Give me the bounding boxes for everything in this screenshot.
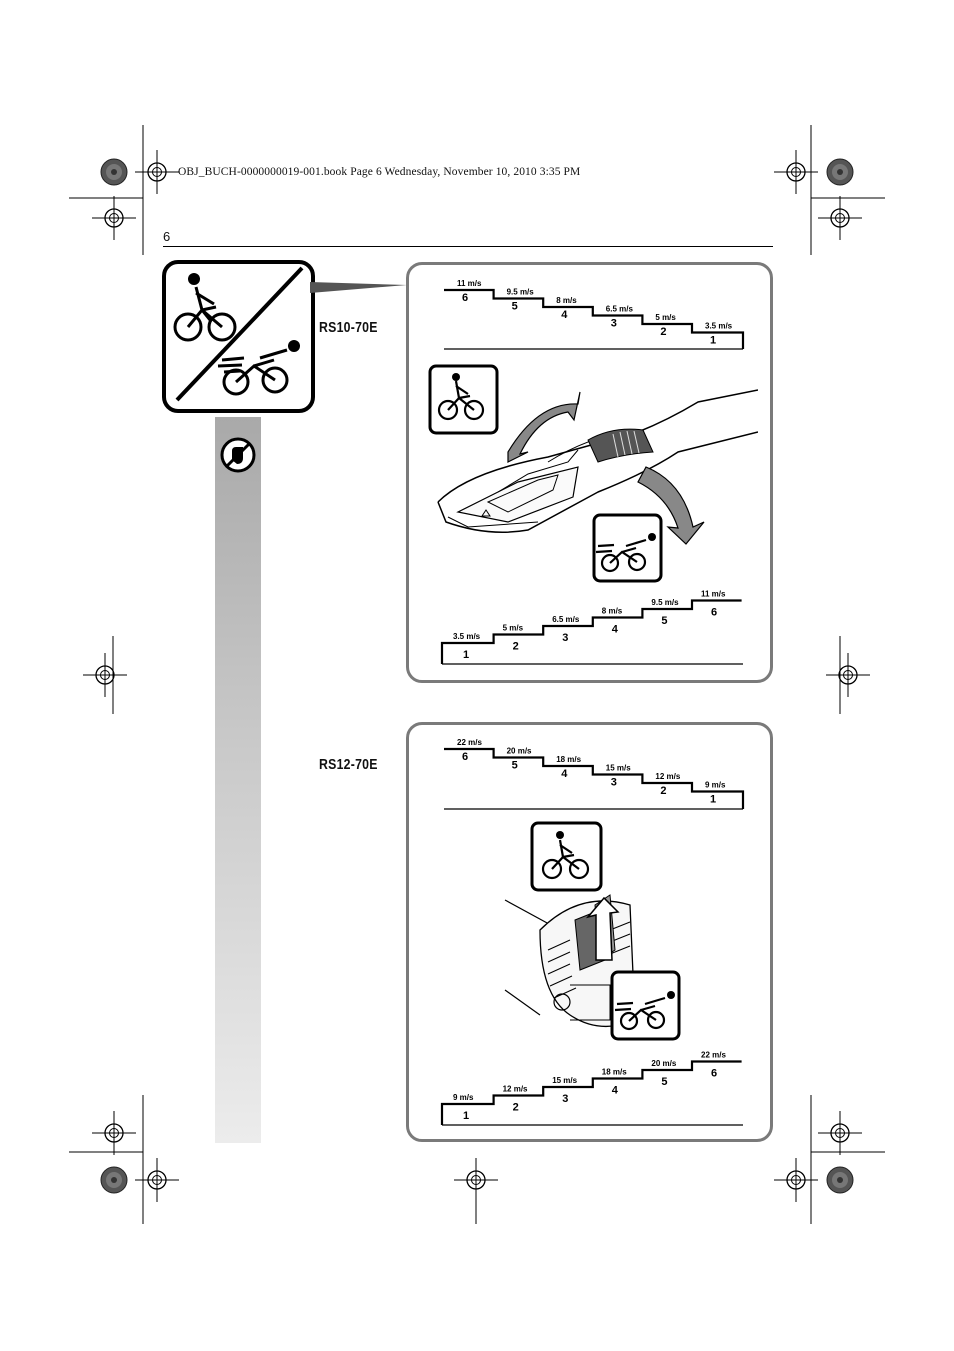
rs10-top-speed-label: 5 m/s xyxy=(655,313,676,322)
rs10-bottom-level-label: 3 xyxy=(562,632,568,644)
rs12-top-speed-label: 12 m/s xyxy=(655,772,680,781)
speed-dial-illustration xyxy=(428,364,758,583)
rs12-top-level-label: 1 xyxy=(710,794,716,806)
book-file-line: OBJ_BUCH-0000000019-001.book Page 6 Wedn… xyxy=(178,166,581,178)
rs12-top-level-label: 5 xyxy=(512,760,518,772)
rs10-top-speed-label: 6.5 m/s xyxy=(606,305,634,314)
rs10-bottom-speed-label: 3.5 m/s xyxy=(453,632,481,641)
model-label-rs10: RS10-70E xyxy=(319,319,378,336)
rs12-bottom-speed-label: 20 m/s xyxy=(651,1059,676,1068)
rs10-top-speed-label: 11 m/s xyxy=(457,279,482,288)
rs12-top-level-label: 2 xyxy=(660,785,666,797)
rs12-top-speed-label: 15 m/s xyxy=(606,764,631,773)
rs12-top-speed-label: 18 m/s xyxy=(556,755,581,764)
rs12-bottom-level-label: 1 xyxy=(463,1110,469,1122)
rs10-top-speed-label: 8 m/s xyxy=(556,296,577,305)
rs12-top-speed-label: 9 m/s xyxy=(705,781,726,790)
rs12-top-speed-label: 20 m/s xyxy=(507,747,532,756)
rs12-bottom-level-label: 3 xyxy=(562,1093,568,1105)
rs10-top-level-label: 6 xyxy=(462,292,468,304)
rs10-top-level-label: 4 xyxy=(561,309,568,321)
slow-fast-cyclist-icon xyxy=(162,260,315,413)
rs10-bottom-speed-label: 11 m/s xyxy=(701,590,726,599)
top-rule xyxy=(163,246,773,247)
side-bar xyxy=(215,417,261,1143)
rs12-top-level-label: 6 xyxy=(462,751,468,763)
rs10-top-level-label: 1 xyxy=(710,335,716,347)
rs12-top-speed-label: 22 m/s xyxy=(457,738,482,747)
rs10-top-level-label: 3 xyxy=(611,318,617,330)
rs10-bottom-level-label: 1 xyxy=(463,649,469,661)
rs10-bottom-level-label: 6 xyxy=(711,607,717,619)
rs10-top-level-label: 5 xyxy=(512,301,518,313)
rs12-bottom-level-label: 2 xyxy=(513,1102,519,1114)
rs10-top-level-label: 2 xyxy=(660,326,666,338)
rs10-top-speed-label: 3.5 m/s xyxy=(705,322,733,331)
rs12-bottom-speed-label: 9 m/s xyxy=(453,1093,474,1102)
rs12-top-stair-line xyxy=(444,747,745,809)
rs12-bottom-speed-label: 18 m/s xyxy=(602,1068,627,1077)
speed-lever-illustration xyxy=(504,821,681,1041)
rs10-bottom-level-label: 4 xyxy=(612,624,619,636)
rs12-bottom-speed-label: 15 m/s xyxy=(552,1076,577,1085)
rs12-bottom-speed-label: 22 m/s xyxy=(701,1051,726,1060)
rs10-bottom-speed-label: 6.5 m/s xyxy=(552,615,580,624)
rs10-bottom-speed-label: 8 m/s xyxy=(602,607,623,616)
rs10-bottom-level-label: 5 xyxy=(661,615,667,627)
rs10-bottom-stair-line xyxy=(440,599,742,664)
rs12-bottom-level-label: 5 xyxy=(661,1076,667,1088)
page-number: 6 xyxy=(163,229,171,244)
hand-touch-prohibited-icon xyxy=(220,437,256,473)
rs10-bottom-level-label: 2 xyxy=(513,641,519,653)
rs12-bottom-speed-label: 12 m/s xyxy=(503,1085,528,1094)
rs10-bottom-speed-label: 5 m/s xyxy=(503,624,524,633)
rs12-bottom-level-label: 6 xyxy=(711,1068,717,1080)
rs10-top-speed-label: 9.5 m/s xyxy=(507,288,535,297)
rs12-bottom-level-label: 4 xyxy=(612,1085,619,1097)
rs12-top-level-label: 3 xyxy=(611,777,617,789)
rs12-top-level-label: 4 xyxy=(561,768,568,780)
callout-pointer xyxy=(310,282,407,293)
rs10-bottom-speed-label: 9.5 m/s xyxy=(651,598,679,607)
model-label-rs12: RS12-70E xyxy=(319,756,378,773)
rs12-bottom-stair-line xyxy=(440,1060,742,1125)
rs10-top-stair-line xyxy=(444,288,745,349)
